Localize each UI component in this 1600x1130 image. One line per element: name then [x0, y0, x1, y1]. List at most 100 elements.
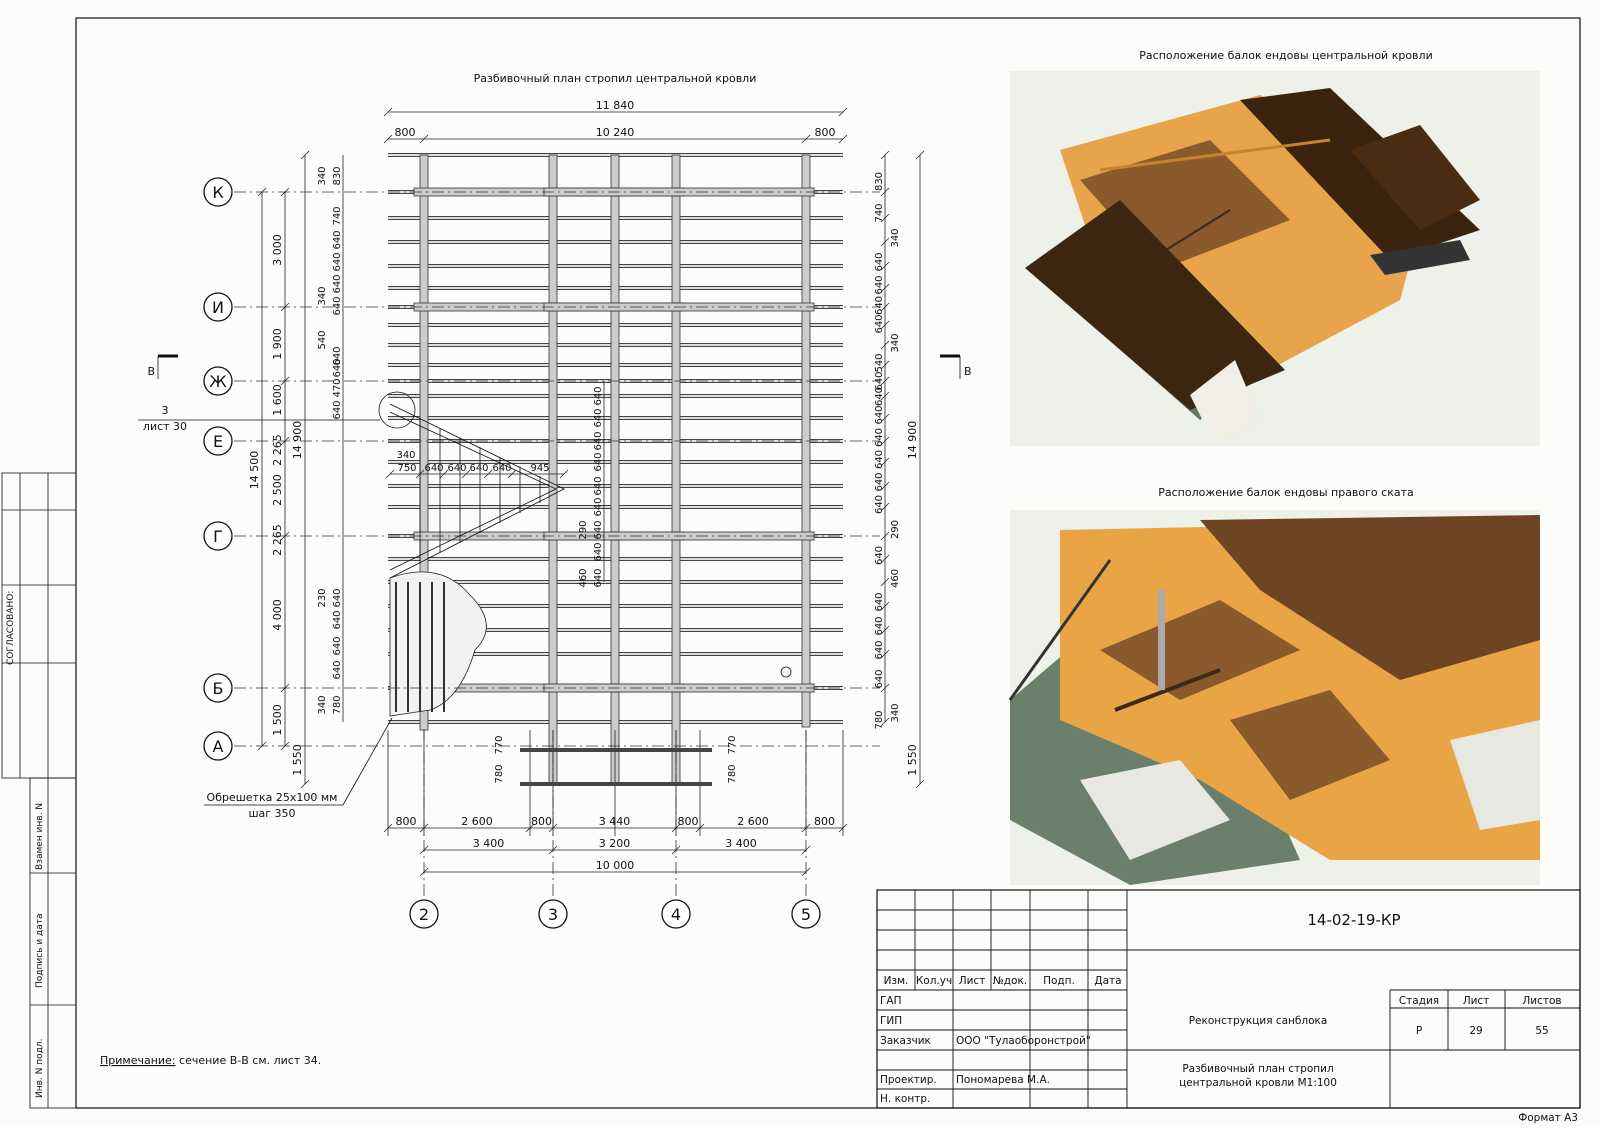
- dim-rafter-right: 640: [874, 616, 885, 635]
- header-izm: Изм.: [884, 975, 909, 987]
- note-label: Примечание:: [100, 1054, 176, 1067]
- valley-central-title: Расположение балок ендовы центральной кр…: [1139, 49, 1432, 62]
- axis-label-row: Г: [213, 527, 223, 546]
- project-name: Реконструкция санблока: [1189, 1015, 1328, 1027]
- detail-callout-circle: [378, 391, 416, 429]
- dim-rafter-right: 640: [874, 314, 885, 333]
- sheet-title-line2: центральной кровли М1:100: [1179, 1077, 1337, 1089]
- role-customer: Заказчик: [880, 1035, 931, 1047]
- dim-center: 290: [578, 520, 589, 539]
- dim-valley: 640: [447, 463, 466, 474]
- dim-rafter-right: 640: [874, 450, 885, 469]
- axis-bubble-col: [538, 899, 568, 929]
- role-norm-control: Н. контр.: [880, 1093, 930, 1105]
- drawing-code: 14-02-19-КР: [1307, 911, 1400, 929]
- title-block: 14-02-19-КР Изм. Кол.уч Лист №док. Подп.…: [876, 889, 1581, 1124]
- dim-center: 640: [593, 497, 604, 516]
- lathing-note-line2: шаг 350: [248, 807, 295, 820]
- dim-extension: 780: [494, 764, 505, 783]
- dim-rafter-right: 640: [874, 371, 885, 390]
- replace-inv-label: Взамен инв. N: [35, 803, 45, 870]
- header-sign: Подп.: [1043, 975, 1075, 987]
- dim-rafter-left: 540: [317, 330, 328, 349]
- dim-rafter-left: 830: [332, 166, 343, 185]
- axis-label-col: 2: [419, 905, 429, 924]
- axis-label-row: Е: [213, 432, 223, 451]
- role-gap: ГАП: [880, 995, 901, 1007]
- dim-rafter-left-lower: 640: [332, 636, 343, 655]
- lathing-note-line1: Обрешетка 25х100 мм: [207, 791, 338, 804]
- dim-center: 640: [593, 520, 604, 539]
- valley-beam: [389, 403, 565, 579]
- axis-label-row: Б: [213, 679, 224, 698]
- dim-rafter-left: 640: [332, 230, 343, 249]
- dim-rafter-left: 640: [332, 296, 343, 315]
- side-stamp: СОГЛАСОВАНО: Взамен инв. N Подпись и дат…: [1, 472, 77, 1109]
- dim-rafter-left-lower: 340: [317, 695, 328, 714]
- dim-rafter-right: 640: [874, 495, 885, 514]
- axis-bubble-col: [409, 899, 439, 929]
- note: Примечание: сечение В-В см. лист 34.: [100, 1054, 321, 1067]
- dim-rafter-right: 540: [874, 353, 885, 372]
- dim-bottom-row2: 3 400: [473, 837, 505, 850]
- axis-label-col: 4: [671, 905, 681, 924]
- dim-center: 460: [578, 568, 589, 587]
- dim-valley: 640: [492, 463, 511, 474]
- dim-center: 640: [593, 408, 604, 427]
- dim-rafter-right: 340: [890, 228, 901, 247]
- sheet-title-line1: Разбивочный план стропил: [1182, 1063, 1333, 1075]
- dim-left-axis: 1 600: [271, 384, 284, 416]
- axis-bubble-row: [203, 521, 233, 551]
- sheet-label: Лист: [1463, 995, 1490, 1007]
- render-right-slope: [1008, 510, 1540, 885]
- axis-bubble-row: [203, 731, 233, 761]
- sheets-label: Листов: [1522, 995, 1561, 1007]
- dim-center: 640: [593, 542, 604, 561]
- render-central-roof: [1010, 71, 1540, 446]
- dim-bottom-row2: 3 200: [599, 837, 631, 850]
- chimney-mark: [780, 666, 792, 678]
- dim-left-axis: 4 000: [271, 599, 284, 631]
- dim-left-overall: 14 900: [291, 421, 304, 460]
- axis-label-row: Ж: [209, 372, 226, 391]
- dim-rafter-right: 460: [890, 569, 901, 588]
- dim-right-overall: 14 900: [906, 421, 919, 460]
- header-kol: Кол.уч: [916, 975, 952, 987]
- dim-extension: 770: [494, 735, 505, 754]
- dim-rafter-left-lower: 780: [332, 695, 343, 714]
- lathing-cutout: [389, 571, 487, 717]
- dim-rafter-left: 640: [332, 346, 343, 365]
- valley-right-title: Расположение балок ендовы правого ската: [1158, 486, 1414, 499]
- dim-rafter-left: 740: [332, 206, 343, 225]
- axis-label-col: 5: [801, 905, 811, 924]
- dim-rafter-right: 740: [874, 203, 885, 222]
- inv-orig-label: Инв. N подл.: [35, 1039, 45, 1098]
- dim-rafter-right: 640: [874, 669, 885, 688]
- dim-rafter-right: 780: [874, 710, 885, 729]
- note-text: сечение В-В см. лист 34.: [176, 1054, 322, 1067]
- dim-rafter-left: 640: [332, 358, 343, 377]
- axis-bubble-col: [791, 899, 821, 929]
- header-list: Лист: [959, 975, 986, 987]
- dim-valley: 945: [530, 463, 549, 474]
- dim-rafter-right: 640: [874, 405, 885, 424]
- dim-valley: 640: [424, 463, 443, 474]
- axis-label-col: 3: [548, 905, 558, 924]
- axis-bubble-col: [661, 899, 691, 929]
- dim-bottom-row1: 800: [396, 815, 417, 828]
- dim-rafter-right: 830: [874, 172, 885, 191]
- dim-left-axis: 1 900: [271, 328, 284, 360]
- designer-name: Пономарева М.А.: [956, 1074, 1050, 1086]
- dim-rafter-right: 640: [874, 640, 885, 659]
- dim-rafter-left-lower: 640: [332, 588, 343, 607]
- sheets-value: 55: [1535, 1025, 1548, 1037]
- axis-label-row: И: [212, 298, 224, 317]
- dim-rafter-left: 470: [332, 378, 343, 397]
- dim-center: 640: [593, 452, 604, 471]
- role-designer: Проектир.: [880, 1074, 937, 1086]
- sheet-value: 29: [1469, 1025, 1482, 1037]
- dim-valley-340: 340: [396, 450, 415, 461]
